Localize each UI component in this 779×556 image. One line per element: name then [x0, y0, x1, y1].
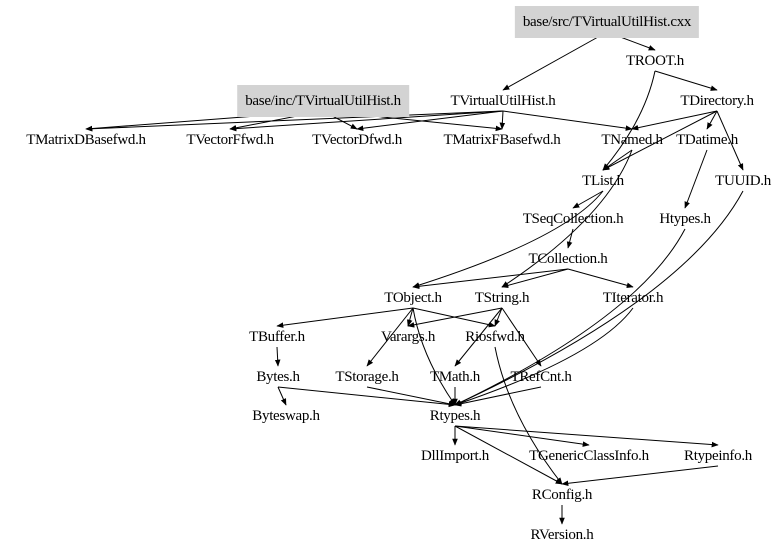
edge-tdatime-to-htypes	[684, 149, 708, 209]
edge-rtypeinfo-to-rconfig	[561, 465, 719, 487]
node-riosfwd[interactable]: Riosfwd.h	[465, 329, 525, 345]
node-tvuh[interactable]: TVirtualUtilHist.h	[450, 93, 556, 109]
edge-tstring-to-riosfwd	[494, 307, 503, 327]
edge-tdir-to-tdatime	[706, 110, 718, 130]
edge-tstring-to-trefcnt	[501, 307, 542, 367]
node-tdir[interactable]: TDirectory.h	[680, 93, 754, 109]
edge-tdir-to-tuuid	[716, 110, 744, 171]
node-cxx[interactable]: base/src/TVirtualUtilHist.cxx	[514, 6, 700, 38]
edge-tvuh-to-tnamed	[502, 110, 633, 131]
edge-tuuid-to-rtypes	[454, 190, 744, 406]
edge-tobject-to-rtypes	[412, 307, 456, 406]
edge-bytes-to-byteswap	[277, 386, 287, 406]
node-tstorage[interactable]: TStorage.h	[335, 369, 399, 385]
node-titer[interactable]: TIterator.h	[602, 290, 664, 306]
node-tgci[interactable]: TGenericClassInfo.h	[529, 448, 649, 464]
edge-tvuh-to-tmfb	[499, 110, 506, 130]
node-tmath[interactable]: TMath.h	[430, 369, 480, 385]
edge-troot-to-tlist	[602, 70, 656, 171]
node-varargs[interactable]: Varargs.h	[380, 329, 436, 345]
node-tseq[interactable]: TSeqCollection.h	[522, 211, 624, 227]
edge-htypes-to-rtypes	[454, 228, 686, 406]
node-rtypes[interactable]: Rtypes.h	[429, 408, 481, 424]
edge-tcoll-to-tstring	[501, 268, 569, 289]
node-rconfig[interactable]: RConfig.h	[531, 487, 593, 503]
node-tvff[interactable]: TVectorFfwd.h	[186, 132, 274, 148]
edge-riosfwd-to-rconfig	[494, 346, 563, 485]
edge-tdir-to-tnamed	[631, 110, 718, 131]
node-tcoll[interactable]: TCollection.h	[528, 251, 608, 267]
edge-tstring-to-varargs	[407, 307, 503, 328]
node-tuuid[interactable]: TUUID.h	[715, 173, 771, 189]
edge-tobject-to-tstorage	[366, 307, 414, 367]
node-tvdf[interactable]: TVectorDfwd.h	[312, 132, 402, 148]
edge-tcoll-to-tobject	[412, 268, 569, 290]
node-rtypeinfo[interactable]: Rtypeinfo.h	[684, 448, 752, 464]
edge-tvuh-to-tvff	[229, 110, 504, 132]
edge-tstorage-to-rtypes	[366, 386, 456, 407]
edge-tcoll-to-titer	[567, 268, 634, 289]
node-tlist[interactable]: TList.h	[582, 173, 624, 189]
node-inc[interactable]: base/inc/TVirtualUtilHist.h	[237, 85, 409, 117]
node-htypes[interactable]: Htypes.h	[659, 211, 711, 227]
node-tnamed[interactable]: TNamed.h	[601, 132, 663, 148]
edge-tvuh-to-tmdb	[85, 110, 504, 132]
edge-cxx-to-tvuh	[502, 31, 608, 91]
node-tstring[interactable]: TString.h	[474, 290, 530, 306]
edge-tdir-to-tlist	[602, 110, 718, 171]
node-troot[interactable]: TROOT.h	[625, 53, 685, 69]
edge-tnamed-to-tlist	[602, 149, 633, 171]
node-tmfb[interactable]: TMatrixFBasefwd.h	[443, 132, 561, 148]
edge-tvuh-to-tvdf	[356, 110, 504, 132]
edge-tstring-to-tmath	[454, 307, 503, 367]
edge-troot-to-tdir	[654, 70, 718, 91]
node-rversion[interactable]: RVersion.h	[530, 527, 594, 543]
edge-rtypes-to-rconfig	[454, 425, 563, 485]
edge-tlist-to-tseq	[572, 190, 604, 209]
edge-tobject-to-tbuffer	[276, 307, 414, 328]
edge-tlist-to-tobject	[412, 190, 604, 288]
node-tmdb[interactable]: TMatrixDBasefwd.h	[26, 132, 146, 148]
edge-tbuffer-to-bytes	[274, 346, 281, 367]
node-byteswap[interactable]: Byteswap.h	[252, 408, 320, 424]
edge-rtypes-to-tgci	[454, 425, 590, 447]
edge-trefcnt-to-rtypes	[454, 386, 542, 407]
edge-bytes-to-rtypes	[277, 386, 456, 408]
node-tobject[interactable]: TObject.h	[384, 290, 442, 306]
edge-tseq-to-tcoll	[566, 228, 574, 249]
node-tdatime[interactable]: TDatime.h	[676, 132, 738, 148]
edge-titer-to-rtypes	[454, 307, 634, 406]
node-bytes[interactable]: Bytes.h	[256, 369, 300, 385]
edge-rtypes-to-rtypeinfo	[454, 425, 719, 448]
node-tbuffer[interactable]: TBuffer.h	[249, 329, 305, 345]
node-dllimport[interactable]: DllImport.h	[421, 448, 489, 464]
node-trefcnt[interactable]: TRefCnt.h	[510, 369, 572, 385]
edge-tnamed-to-tstring	[501, 149, 633, 288]
